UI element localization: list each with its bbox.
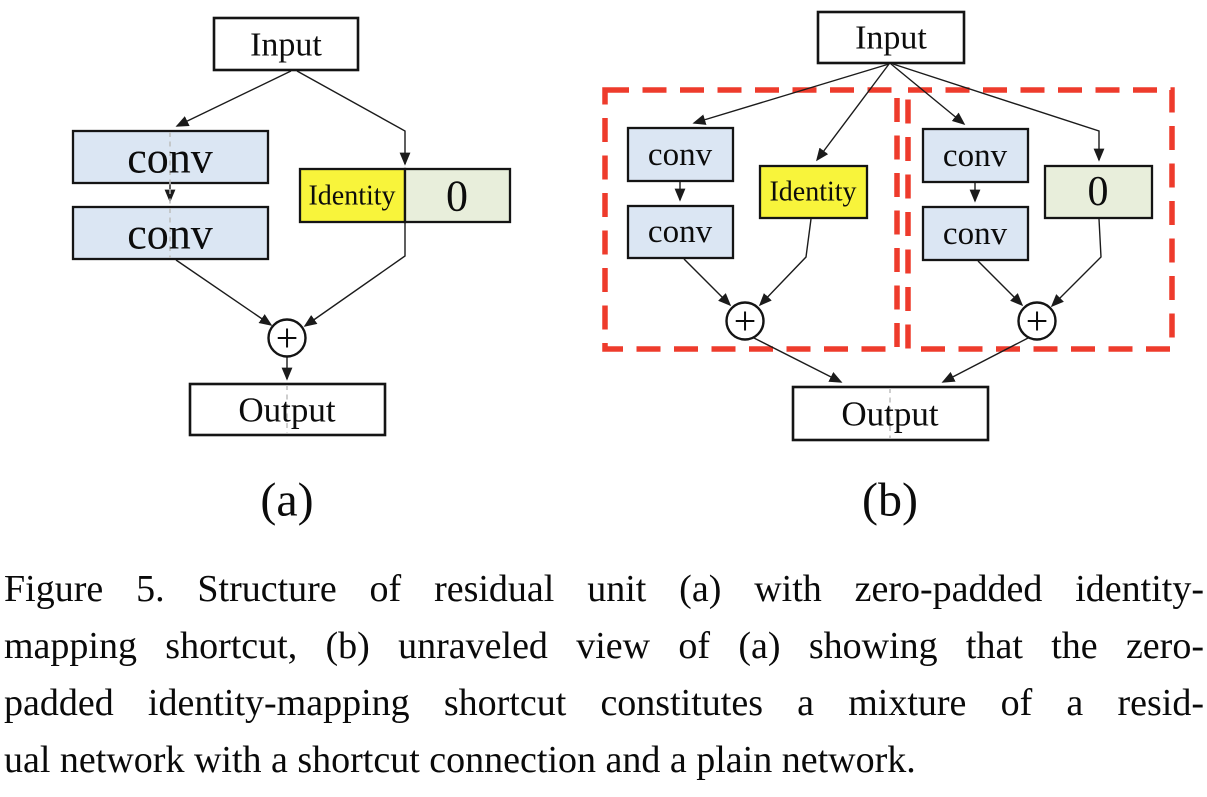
edge-input-to-left-conv1 [692, 63, 890, 125]
edge-left-conv2-to-plus [683, 258, 732, 307]
left-conv2-box-b [626, 204, 735, 260]
figure-diagram: Input conv conv Identity 0 + Output (a) [71, 10, 1175, 527]
edge-conv2-to-plus [175, 259, 273, 326]
edge-input-to-conv1 [175, 70, 292, 127]
conv1-label-a: conv [127, 134, 213, 183]
panel-a: Input conv conv Identity 0 + Output (a) [71, 16, 512, 527]
figure-caption: Figure 5. Structure of residual unit (a)… [4, 561, 1204, 789]
add-node-b-left [725, 301, 765, 341]
edge-right-conv2-to-plus [977, 260, 1024, 307]
edge-shortcut-to-plus [303, 223, 406, 327]
caption-line: ual network with a shortcut connection a… [4, 739, 916, 781]
right-conv1-label-b: conv [943, 138, 1008, 174]
edge-left-plus-to-output [751, 336, 843, 383]
left-conv1-label-b: conv [648, 137, 713, 173]
edge-input-to-zero [892, 63, 1105, 162]
left-conv1-box-b [626, 126, 735, 183]
plus-icon-a: + [276, 316, 299, 361]
identity-label-b: Identity [769, 177, 856, 208]
add-node-a [267, 318, 307, 358]
caption-line: Figure 5. Structure of residual unit (a)… [4, 568, 1204, 610]
panel-b: Input conv conv Identity conv conv 0 + +… [602, 10, 1175, 527]
zero-box-a [403, 167, 512, 224]
edge-input-to-identity [816, 63, 890, 162]
identity-box-b [758, 164, 869, 220]
edge-right-plus-to-output [941, 336, 1031, 383]
edge-input-to-shortcut [296, 70, 411, 166]
conv2-label-a: conv [127, 210, 213, 259]
input-box-b [816, 10, 966, 65]
zero-label-a: 0 [446, 172, 468, 221]
right-conv1-box-b [921, 127, 1030, 184]
left-conv2-label-b: conv [648, 214, 713, 250]
add-node-b-right [1017, 301, 1057, 341]
output-box-b [791, 385, 990, 442]
residual-unit-outline-right [905, 87, 1175, 352]
right-conv2-box-b [921, 205, 1030, 262]
right-conv2-label-b: conv [943, 216, 1008, 252]
input-label-a: Input [250, 27, 322, 64]
zero-box-b [1043, 164, 1154, 220]
panel-a-label: (a) [260, 474, 313, 527]
caption-line: mapping shortcut, (b) unraveled view of … [4, 625, 1204, 667]
panel-a-edges [164, 70, 411, 381]
identity-label-a: Identity [308, 181, 395, 212]
edge-zero-to-plus [1050, 218, 1102, 308]
edge-input-to-right-conv1 [890, 63, 966, 126]
plus-icon-b-right: + [1026, 299, 1049, 344]
input-box-a [212, 16, 360, 72]
input-label-b: Input [855, 20, 927, 57]
output-label-b: Output [841, 395, 939, 434]
output-label-a: Output [238, 391, 336, 430]
caption-line: padded identity-mapping shortcut constit… [4, 682, 1204, 724]
plus-icon-b-left: + [734, 299, 757, 344]
panel-b-edges [674, 63, 1105, 383]
residual-unit-outline-left [602, 87, 900, 352]
edge-identity-to-plus [758, 218, 812, 307]
panel-b-label: (b) [862, 474, 918, 527]
zero-label-b: 0 [1088, 169, 1109, 215]
